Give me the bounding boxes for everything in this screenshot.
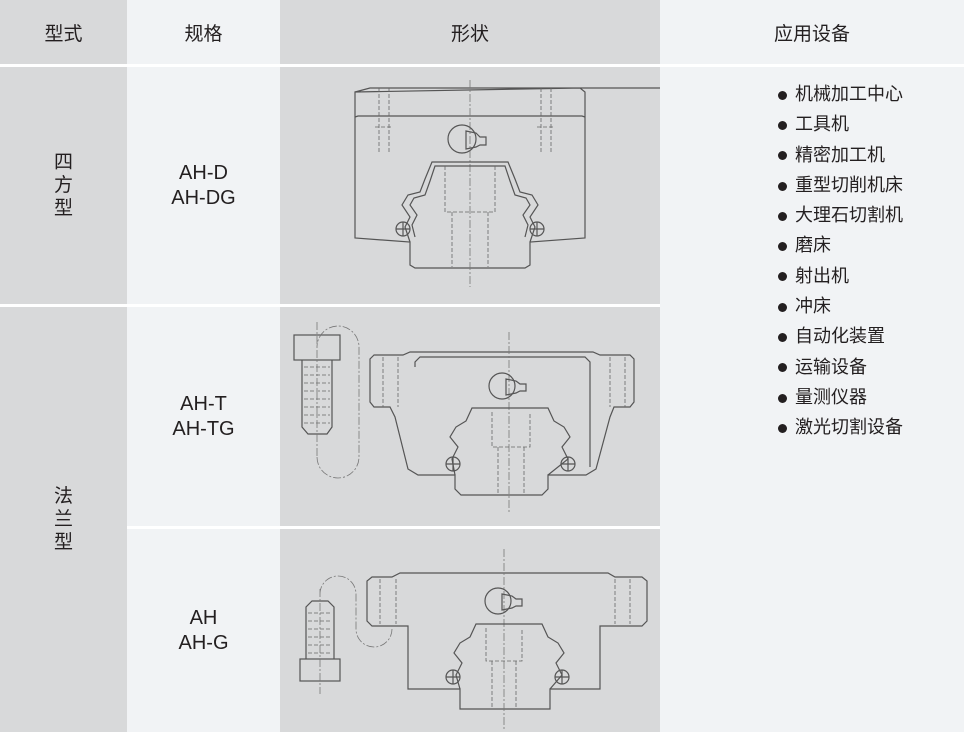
type-square: 四方型 — [0, 67, 127, 304]
list-item: 重型切削机床 — [778, 171, 903, 201]
square-block-drawing — [354, 80, 660, 287]
app-label: 运输设备 — [795, 356, 867, 378]
app-label: 大理石切割机 — [795, 205, 903, 227]
bullet-icon — [778, 393, 787, 403]
list-item: 射出机 — [778, 262, 903, 292]
type-label: 法兰型 — [53, 485, 73, 553]
flange-t-block-drawing — [293, 322, 635, 512]
header-spec: 规格 — [127, 0, 280, 64]
list-item: 量测仪器 — [778, 383, 903, 413]
spec-code: AH-DG — [171, 186, 236, 209]
list-item: 激光切割设备 — [778, 413, 903, 443]
spec-code: AH-TG — [172, 417, 235, 440]
bullet-icon — [778, 120, 787, 130]
spec-code: AH-G — [178, 631, 229, 654]
list-item: 精密加工机 — [778, 141, 903, 171]
bullet-icon — [778, 181, 787, 191]
app-label: 自动化装置 — [795, 326, 885, 348]
type-flange: 法兰型 — [0, 307, 127, 732]
list-item: 磨床 — [778, 231, 903, 261]
bullet-icon — [778, 90, 787, 100]
header-shape: 形状 — [280, 0, 660, 64]
applications-cell — [660, 67, 964, 732]
app-label: 激光切割设备 — [795, 417, 903, 439]
app-label: 重型切削机床 — [795, 174, 903, 196]
app-label: 冲床 — [795, 296, 831, 318]
app-label: 量测仪器 — [795, 386, 867, 408]
bullet-icon — [778, 211, 787, 221]
app-label: 磨床 — [795, 235, 831, 257]
flange-block-drawing — [299, 549, 648, 729]
header-applications: 应用设备 — [660, 0, 964, 64]
app-label: 工具机 — [795, 114, 849, 136]
app-label: 机械加工中心 — [795, 84, 903, 105]
bullet-icon — [778, 151, 787, 161]
list-item: 运输设备 — [778, 353, 903, 383]
bullet-icon — [778, 272, 787, 282]
spec-code: AH-T — [180, 392, 227, 415]
bullet-icon — [778, 242, 787, 252]
list-item: 工具机 — [778, 110, 903, 140]
list-item: 冲床 — [778, 292, 903, 322]
spec-code: AH-D — [179, 161, 228, 184]
app-label: 精密加工机 — [795, 144, 885, 166]
header-type: 型式 — [0, 0, 127, 64]
spec-code: AH — [189, 606, 218, 629]
shape-flange-t-cell — [280, 307, 660, 526]
applications-list: 机械加工中心 工具机 精密加工机 重型切削机床 大理石切割机 磨床 射出机 冲床… — [778, 80, 903, 444]
bullet-icon — [778, 363, 787, 373]
bullet-icon — [778, 302, 787, 312]
list-item: 机械加工中心 — [778, 80, 903, 110]
shape-flange-cell — [280, 529, 660, 732]
app-label: 射出机 — [795, 265, 849, 287]
bullet-icon — [778, 333, 787, 343]
bullet-icon — [778, 423, 787, 433]
type-label: 四方型 — [53, 151, 73, 219]
list-item: 自动化装置 — [778, 322, 903, 352]
list-item: 大理石切割机 — [778, 201, 903, 231]
